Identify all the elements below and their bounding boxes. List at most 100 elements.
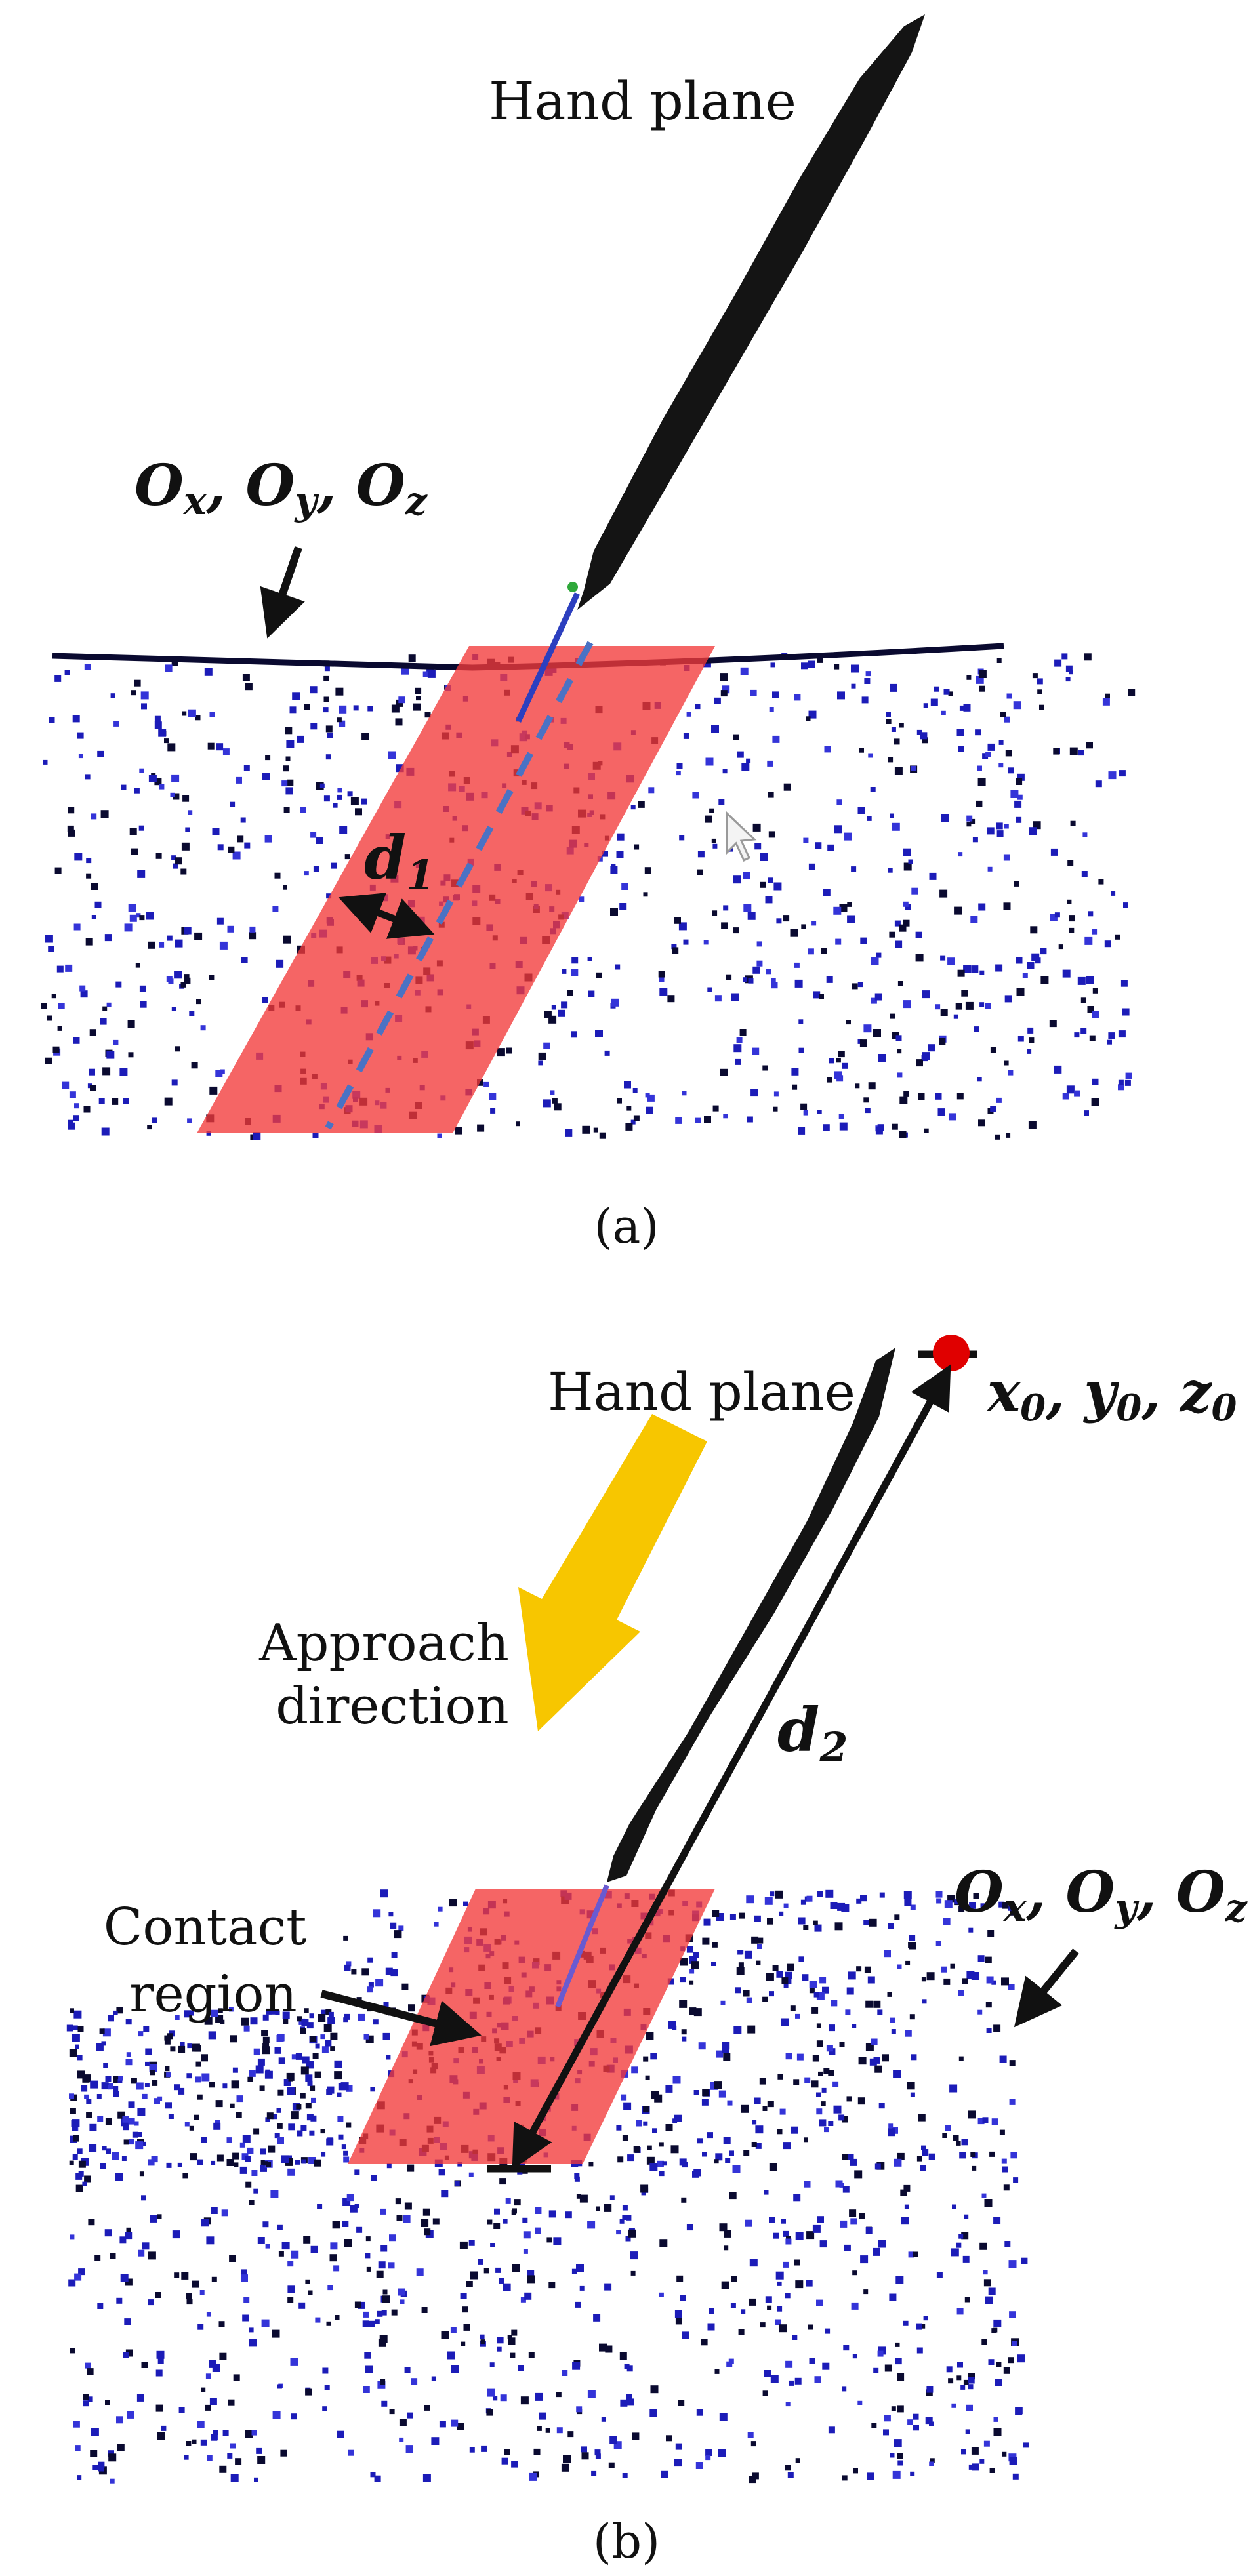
point-b: [277, 2384, 282, 2389]
point-a: [1003, 854, 1010, 861]
point-b: [108, 2015, 114, 2022]
point-b: [641, 2190, 646, 2196]
point-b: [290, 2358, 298, 2366]
point-b: [922, 2149, 929, 2156]
point-b: [151, 2156, 158, 2163]
point-b: [164, 2038, 171, 2045]
point-b: [87, 2368, 94, 2375]
point-b: [328, 2011, 334, 2017]
point-b: [303, 2236, 311, 2244]
point-a: [212, 828, 220, 835]
point-a: [249, 932, 257, 940]
point-b: [167, 2033, 173, 2040]
point-b: [291, 2413, 297, 2420]
point-b: [856, 1898, 862, 1904]
point-a: [903, 1000, 911, 1009]
point-b: [126, 2227, 131, 2232]
point-b: [626, 2394, 632, 2400]
point-a: [323, 707, 329, 713]
point-a: [100, 810, 109, 818]
point-a: [826, 976, 833, 983]
point-b: [201, 2387, 206, 2392]
point-b: [370, 2472, 376, 2478]
point-a: [249, 926, 256, 933]
point-a: [924, 1128, 929, 1133]
point-a: [135, 963, 140, 968]
point-b: [108, 2453, 117, 2462]
point-b: [767, 2101, 774, 2108]
point-a: [596, 972, 602, 978]
point-b: [993, 2428, 1002, 2436]
point-a: [1062, 1093, 1069, 1100]
point-a: [996, 822, 1003, 830]
point-a: [1067, 860, 1074, 866]
point-b: [649, 2409, 657, 2417]
point-b: [208, 2031, 216, 2040]
point-a: [159, 942, 165, 948]
point-a: [154, 715, 161, 722]
point-b: [396, 2215, 403, 2221]
point-a: [184, 927, 192, 935]
point-a: [947, 957, 955, 965]
point-b: [916, 2347, 923, 2354]
point-b: [1010, 1908, 1017, 1916]
point-a: [565, 1129, 573, 1137]
point-a: [720, 1068, 728, 1076]
point-a: [327, 732, 333, 738]
point-b: [846, 2096, 852, 2102]
point-b: [841, 1904, 850, 1912]
point-a: [860, 937, 867, 944]
point-b: [155, 2292, 161, 2298]
point-a: [1017, 1036, 1024, 1042]
point-b: [500, 2394, 507, 2402]
point-a: [361, 733, 369, 740]
point-a: [679, 835, 685, 841]
point-b: [701, 2339, 708, 2346]
point-a: [733, 875, 741, 884]
point-a: [937, 1108, 945, 1116]
point-b: [813, 1920, 818, 1925]
point-b: [249, 2327, 254, 2333]
point-b: [201, 2137, 207, 2143]
point-b: [70, 2108, 76, 2114]
point-b: [69, 2160, 74, 2165]
point-b: [871, 2423, 877, 2428]
point-a: [48, 946, 54, 952]
origin-label-b: Ox, Oy, Oz: [955, 1859, 1248, 1930]
point-b: [775, 1890, 783, 1899]
point-b: [142, 2093, 148, 2099]
point-a: [69, 1091, 76, 1098]
point-a: [975, 729, 981, 736]
point-b: [769, 2217, 775, 2223]
point-b: [390, 1969, 398, 1977]
point-a: [940, 1009, 948, 1016]
point-a: [339, 705, 347, 714]
point-b: [287, 2285, 295, 2293]
point-a: [47, 1015, 52, 1021]
point-a: [45, 1057, 52, 1064]
point-b: [364, 2352, 371, 2359]
point-a: [124, 923, 133, 932]
point-b: [869, 1918, 877, 1927]
point-b: [407, 2412, 413, 2419]
point-a: [180, 982, 186, 988]
point-b: [640, 2184, 649, 2193]
point-a: [180, 868, 187, 875]
point-b: [953, 2135, 959, 2141]
point-b: [625, 2236, 631, 2242]
point-b: [712, 1942, 718, 1948]
point-a: [1092, 1011, 1099, 1018]
point-a: [733, 1044, 742, 1053]
point-a: [834, 664, 840, 670]
point-a: [413, 703, 421, 711]
point-a: [897, 981, 903, 986]
point-a: [808, 660, 815, 668]
point-b: [145, 2061, 150, 2066]
point-b: [623, 2102, 632, 2110]
point-b: [840, 2220, 848, 2228]
point-a: [173, 793, 180, 800]
point-b: [165, 2102, 172, 2109]
point-b: [901, 2217, 909, 2225]
point-b: [909, 2014, 915, 2020]
point-a: [477, 1124, 485, 1132]
